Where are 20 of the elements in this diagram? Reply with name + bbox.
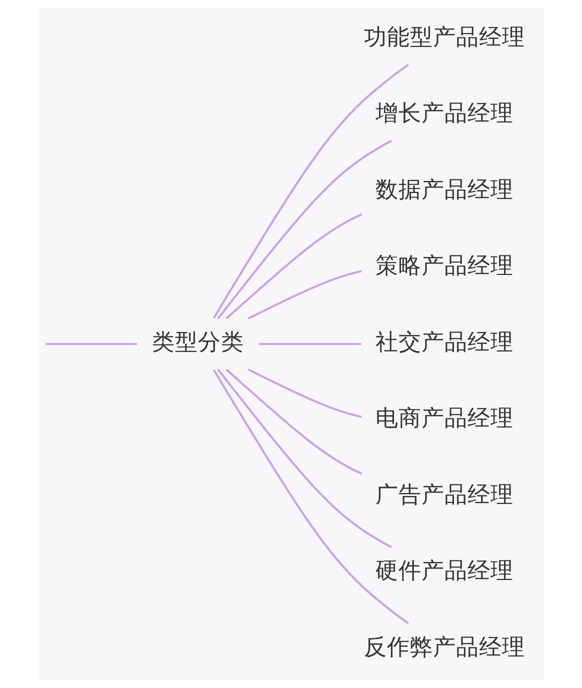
connector xyxy=(225,368,362,475)
node-text: 类型分类 xyxy=(152,329,244,356)
connector xyxy=(45,342,137,346)
node-text: 电商产品经理 xyxy=(374,406,513,432)
node-text: 硬件产品经理 xyxy=(374,558,513,584)
node-text: 社交产品经理 xyxy=(374,329,513,356)
connector xyxy=(216,368,392,548)
connector xyxy=(216,140,392,320)
connector xyxy=(247,270,362,320)
node-text: 数据产品经理 xyxy=(374,176,513,203)
connector xyxy=(225,213,362,320)
connector xyxy=(258,342,361,346)
node-text: 广告产品经理 xyxy=(374,482,513,508)
connector xyxy=(212,64,408,319)
node-text: 反作弊产品经理 xyxy=(363,634,524,660)
node-text: 策略产品经理 xyxy=(374,253,513,280)
node-text: 功能型产品经理 xyxy=(363,24,524,50)
connector xyxy=(247,368,362,418)
node-text: 增长产品经理 xyxy=(374,100,513,127)
connector xyxy=(212,369,408,624)
